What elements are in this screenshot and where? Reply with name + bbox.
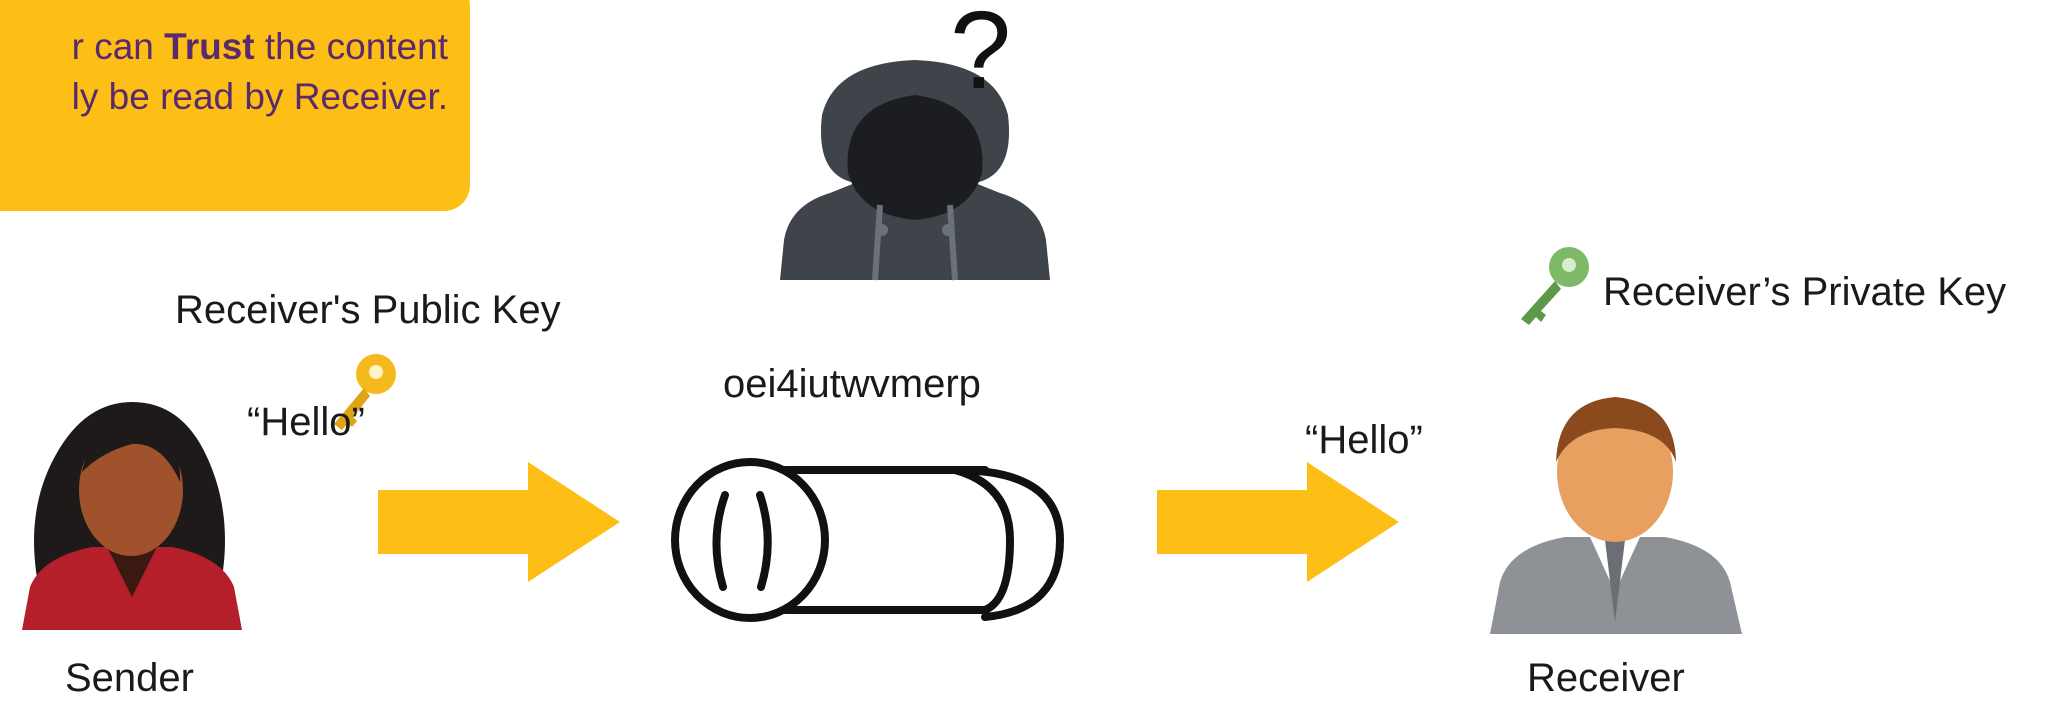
callout-box xyxy=(0,0,470,211)
public-key-icon xyxy=(334,354,396,430)
arrow-icon xyxy=(1157,462,1399,582)
callout-text: r can Trust the content ly be read by Re… xyxy=(0,22,448,122)
callout-line-2: ly be read by Receiver. xyxy=(71,76,448,117)
receiver-name: Receiver xyxy=(1527,656,1685,700)
receiver-message: “Hello” xyxy=(1305,418,1423,462)
callout-line-1: r can Trust the content xyxy=(71,26,448,67)
scroll-icon xyxy=(671,458,1065,622)
trust-word: Trust xyxy=(164,26,255,67)
private-key-label: Receiver’s Private Key xyxy=(1603,270,2007,314)
ciphertext-label: oei4iutwvmerp xyxy=(723,362,981,406)
question-mark: ? xyxy=(950,0,1012,112)
hacker-icon xyxy=(780,60,1050,281)
sender-name: Sender xyxy=(65,656,194,700)
public-key-label: Receiver's Public Key xyxy=(175,288,561,332)
receiver-avatar xyxy=(1490,397,1742,634)
sender-message: “Hello” xyxy=(247,400,365,444)
arrow-icon xyxy=(378,462,620,582)
private-key-icon xyxy=(1521,247,1589,325)
sender-avatar xyxy=(22,402,242,630)
